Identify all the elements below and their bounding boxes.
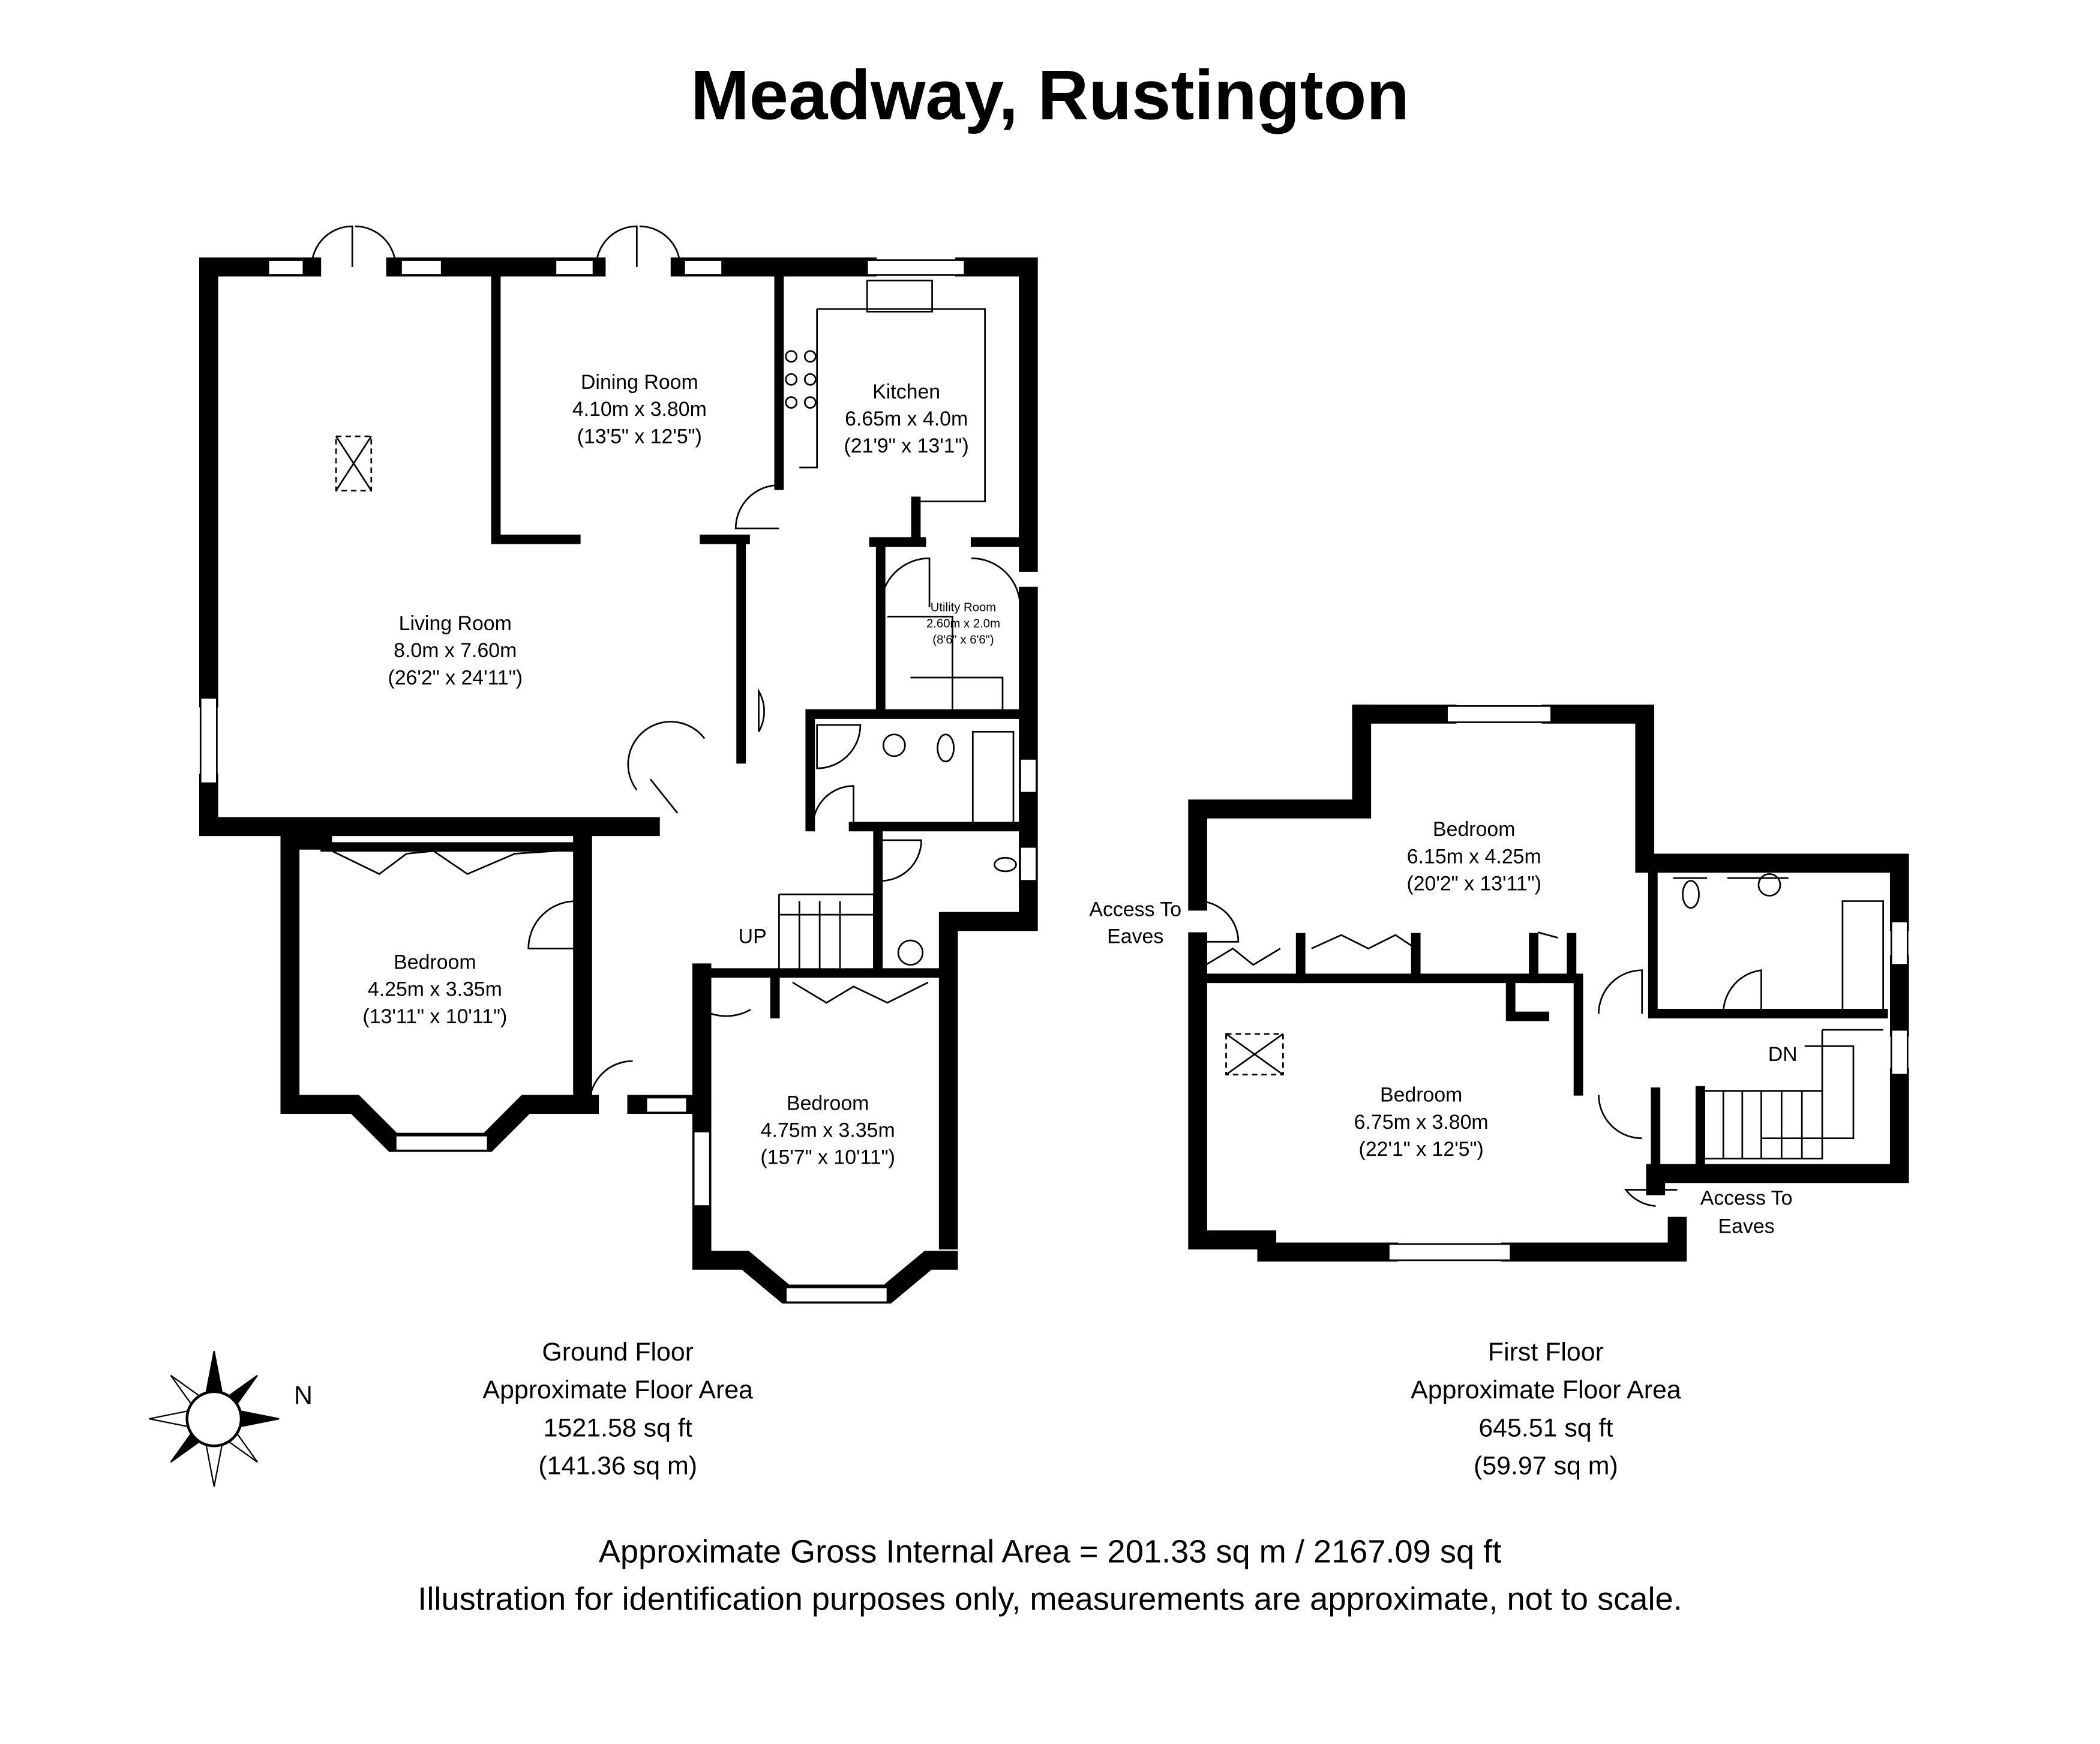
svg-text:4.25m x 3.35m: 4.25m x 3.35m bbox=[368, 978, 502, 1001]
ground-floor-plan: UP N bbox=[149, 225, 1038, 1487]
svg-text:(141.36 sq m): (141.36 sq m) bbox=[538, 1452, 697, 1481]
svg-text:(26'2" x 24'11"): (26'2" x 24'11") bbox=[388, 666, 523, 689]
gross-area-text: Approximate Gross Internal Area = 201.33… bbox=[599, 1533, 1502, 1569]
compass-north-label: N bbox=[294, 1381, 313, 1410]
svg-text:645.51 sq ft: 645.51 sq ft bbox=[1478, 1413, 1613, 1442]
svg-text:Eaves: Eaves bbox=[1107, 925, 1163, 948]
svg-text:8.0m x 7.60m: 8.0m x 7.60m bbox=[394, 639, 517, 662]
svg-text:(13'11" x 10'11"): (13'11" x 10'11") bbox=[362, 1005, 507, 1028]
svg-text:Living Room: Living Room bbox=[399, 612, 512, 635]
svg-text:4.10m x 3.80m: 4.10m x 3.80m bbox=[572, 398, 707, 421]
first-floor-plan: DN bbox=[1188, 705, 1909, 1262]
svg-text:4.75m x 3.35m: 4.75m x 3.35m bbox=[761, 1119, 895, 1141]
svg-text:Bedroom: Bedroom bbox=[787, 1092, 869, 1114]
svg-text:(13'5" x 12'5"): (13'5" x 12'5") bbox=[577, 425, 702, 448]
svg-text:6.65m x 4.0m: 6.65m x 4.0m bbox=[845, 407, 968, 430]
svg-text:Utility Room: Utility Room bbox=[931, 601, 996, 614]
svg-text:(21'9" x 13'1"): (21'9" x 13'1") bbox=[844, 434, 969, 457]
stairs-down-label: DN bbox=[1768, 1043, 1798, 1066]
svg-text:6.75m x 3.80m: 6.75m x 3.80m bbox=[1354, 1111, 1489, 1134]
svg-text:(15'7" x 10'11"): (15'7" x 10'11") bbox=[760, 1146, 895, 1169]
room-label-utility-room: Utility Room 2.60m x 2.0m (8'6" x 6'6") bbox=[926, 601, 1000, 646]
page-title: Meadway, Rustington bbox=[691, 56, 1409, 134]
svg-text:6.15m x 4.25m: 6.15m x 4.25m bbox=[1407, 845, 1541, 868]
room-label-living-room: Living Room 8.0m x 7.60m (26'2" x 24'11"… bbox=[388, 612, 523, 689]
svg-text:Bedroom: Bedroom bbox=[1380, 1084, 1462, 1107]
room-label-dining-room: Dining Room 4.10m x 3.80m (13'5" x 12'5"… bbox=[572, 371, 707, 448]
compass-rose-icon bbox=[149, 1350, 280, 1487]
svg-text:(59.97 sq m): (59.97 sq m) bbox=[1474, 1452, 1618, 1481]
svg-text:Approximate Floor Area: Approximate Floor Area bbox=[482, 1376, 753, 1404]
svg-text:Kitchen: Kitchen bbox=[872, 380, 940, 403]
svg-text:First Floor: First Floor bbox=[1488, 1338, 1604, 1367]
svg-text:(20'2" x 13'11"): (20'2" x 13'11") bbox=[1406, 872, 1541, 895]
svg-text:Access To: Access To bbox=[1089, 898, 1181, 921]
stairs-up-label: UP bbox=[739, 925, 767, 948]
ground-floor-caption: Ground Floor Approximate Floor Area 1521… bbox=[482, 1338, 753, 1481]
svg-text:Dining Room: Dining Room bbox=[581, 371, 698, 394]
svg-text:(8'6" x 6'6"): (8'6" x 6'6") bbox=[932, 634, 994, 647]
svg-text:Bedroom: Bedroom bbox=[394, 951, 476, 973]
access-to-eaves-left-label: Access To Eaves bbox=[1089, 898, 1181, 948]
room-label-bedroom-first-lower: Bedroom 6.75m x 3.80m (22'1" x 12'5") bbox=[1354, 1084, 1489, 1161]
svg-text:Ground Floor: Ground Floor bbox=[542, 1338, 694, 1367]
disclaimer-text: Illustration for identification purposes… bbox=[418, 1581, 1682, 1617]
svg-text:Access To: Access To bbox=[1700, 1186, 1793, 1209]
first-floor-caption: First Floor Approximate Floor Area 645.5… bbox=[1411, 1338, 1681, 1481]
svg-text:Eaves: Eaves bbox=[1718, 1215, 1775, 1238]
svg-text:Bedroom: Bedroom bbox=[1433, 818, 1515, 841]
svg-text:1521.58 sq ft: 1521.58 sq ft bbox=[544, 1413, 692, 1442]
room-label-kitchen: Kitchen 6.65m x 4.0m (21'9" x 13'1") bbox=[844, 380, 969, 457]
svg-text:2.60m x 2.0m: 2.60m x 2.0m bbox=[926, 617, 1000, 630]
room-label-bedroom-first-upper: Bedroom 6.15m x 4.25m (20'2" x 13'11") bbox=[1406, 818, 1541, 895]
room-label-bedroom-ground-right: Bedroom 4.75m x 3.35m (15'7" x 10'11") bbox=[760, 1092, 895, 1168]
svg-text:(22'1" x 12'5"): (22'1" x 12'5") bbox=[1359, 1138, 1484, 1161]
access-to-eaves-right-label: Access To Eaves bbox=[1700, 1186, 1793, 1237]
room-label-bedroom-ground-left: Bedroom 4.25m x 3.35m (13'11" x 10'11") bbox=[362, 951, 507, 1027]
svg-text:Approximate Floor Area: Approximate Floor Area bbox=[1411, 1376, 1681, 1404]
